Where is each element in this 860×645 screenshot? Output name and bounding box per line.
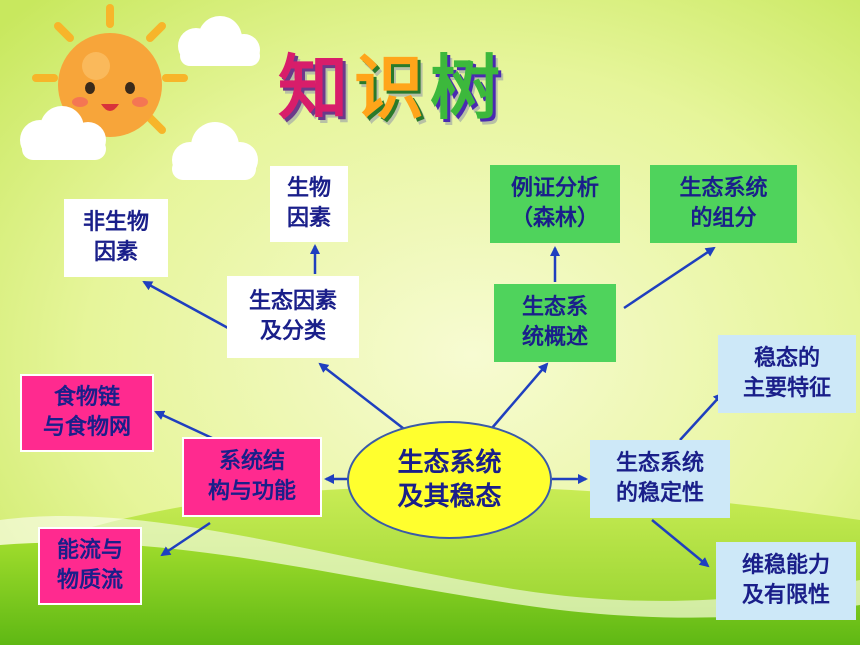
- arrow-overview-to-composition: [623, 246, 716, 310]
- arrow-structure-to-food-chain: [154, 410, 213, 440]
- node-eco-composition: 生态系统 的组分: [650, 165, 797, 243]
- node-structure-function: 系统结 构与功能: [182, 437, 322, 517]
- title-char-1: 知: [278, 47, 354, 129]
- title-char-3: 树: [430, 47, 506, 129]
- arrow-center-to-overview: [491, 362, 549, 429]
- arrow-structure-to-energy: [160, 521, 211, 557]
- node-stability-capacity: 维稳能力 及有限性: [716, 542, 856, 620]
- cloud-icon: [20, 106, 106, 160]
- arrow-center-to-eco-factors: [318, 362, 409, 433]
- node-energy-material: 能流与 物质流: [38, 527, 142, 605]
- node-eco-overview: 生态系 统概述: [494, 284, 616, 362]
- node-eco-factors: 生态因素 及分类: [227, 276, 359, 358]
- cloud-icon: [172, 122, 258, 180]
- arrow-stability-to-features: [679, 392, 724, 441]
- cloud-icon: [178, 16, 260, 66]
- center-node: 生态系统 及其稳态: [347, 421, 552, 539]
- arrow-stability-to-capacity: [651, 519, 710, 568]
- node-stability-features: 稳态的 主要特征: [718, 335, 856, 413]
- arrow-eco-factors-to-abiotic: [142, 280, 229, 330]
- node-food-chain: 食物链 与食物网: [20, 374, 154, 452]
- node-stability: 生态系统 的稳定性: [590, 440, 730, 518]
- node-example-forest: 例证分析 （森林）: [490, 165, 620, 243]
- page-title: 知识树: [278, 32, 506, 133]
- node-biotic-factors: 生物 因素: [270, 166, 348, 242]
- node-abiotic-factors: 非生物 因素: [64, 199, 168, 277]
- title-char-2: 识: [354, 47, 430, 129]
